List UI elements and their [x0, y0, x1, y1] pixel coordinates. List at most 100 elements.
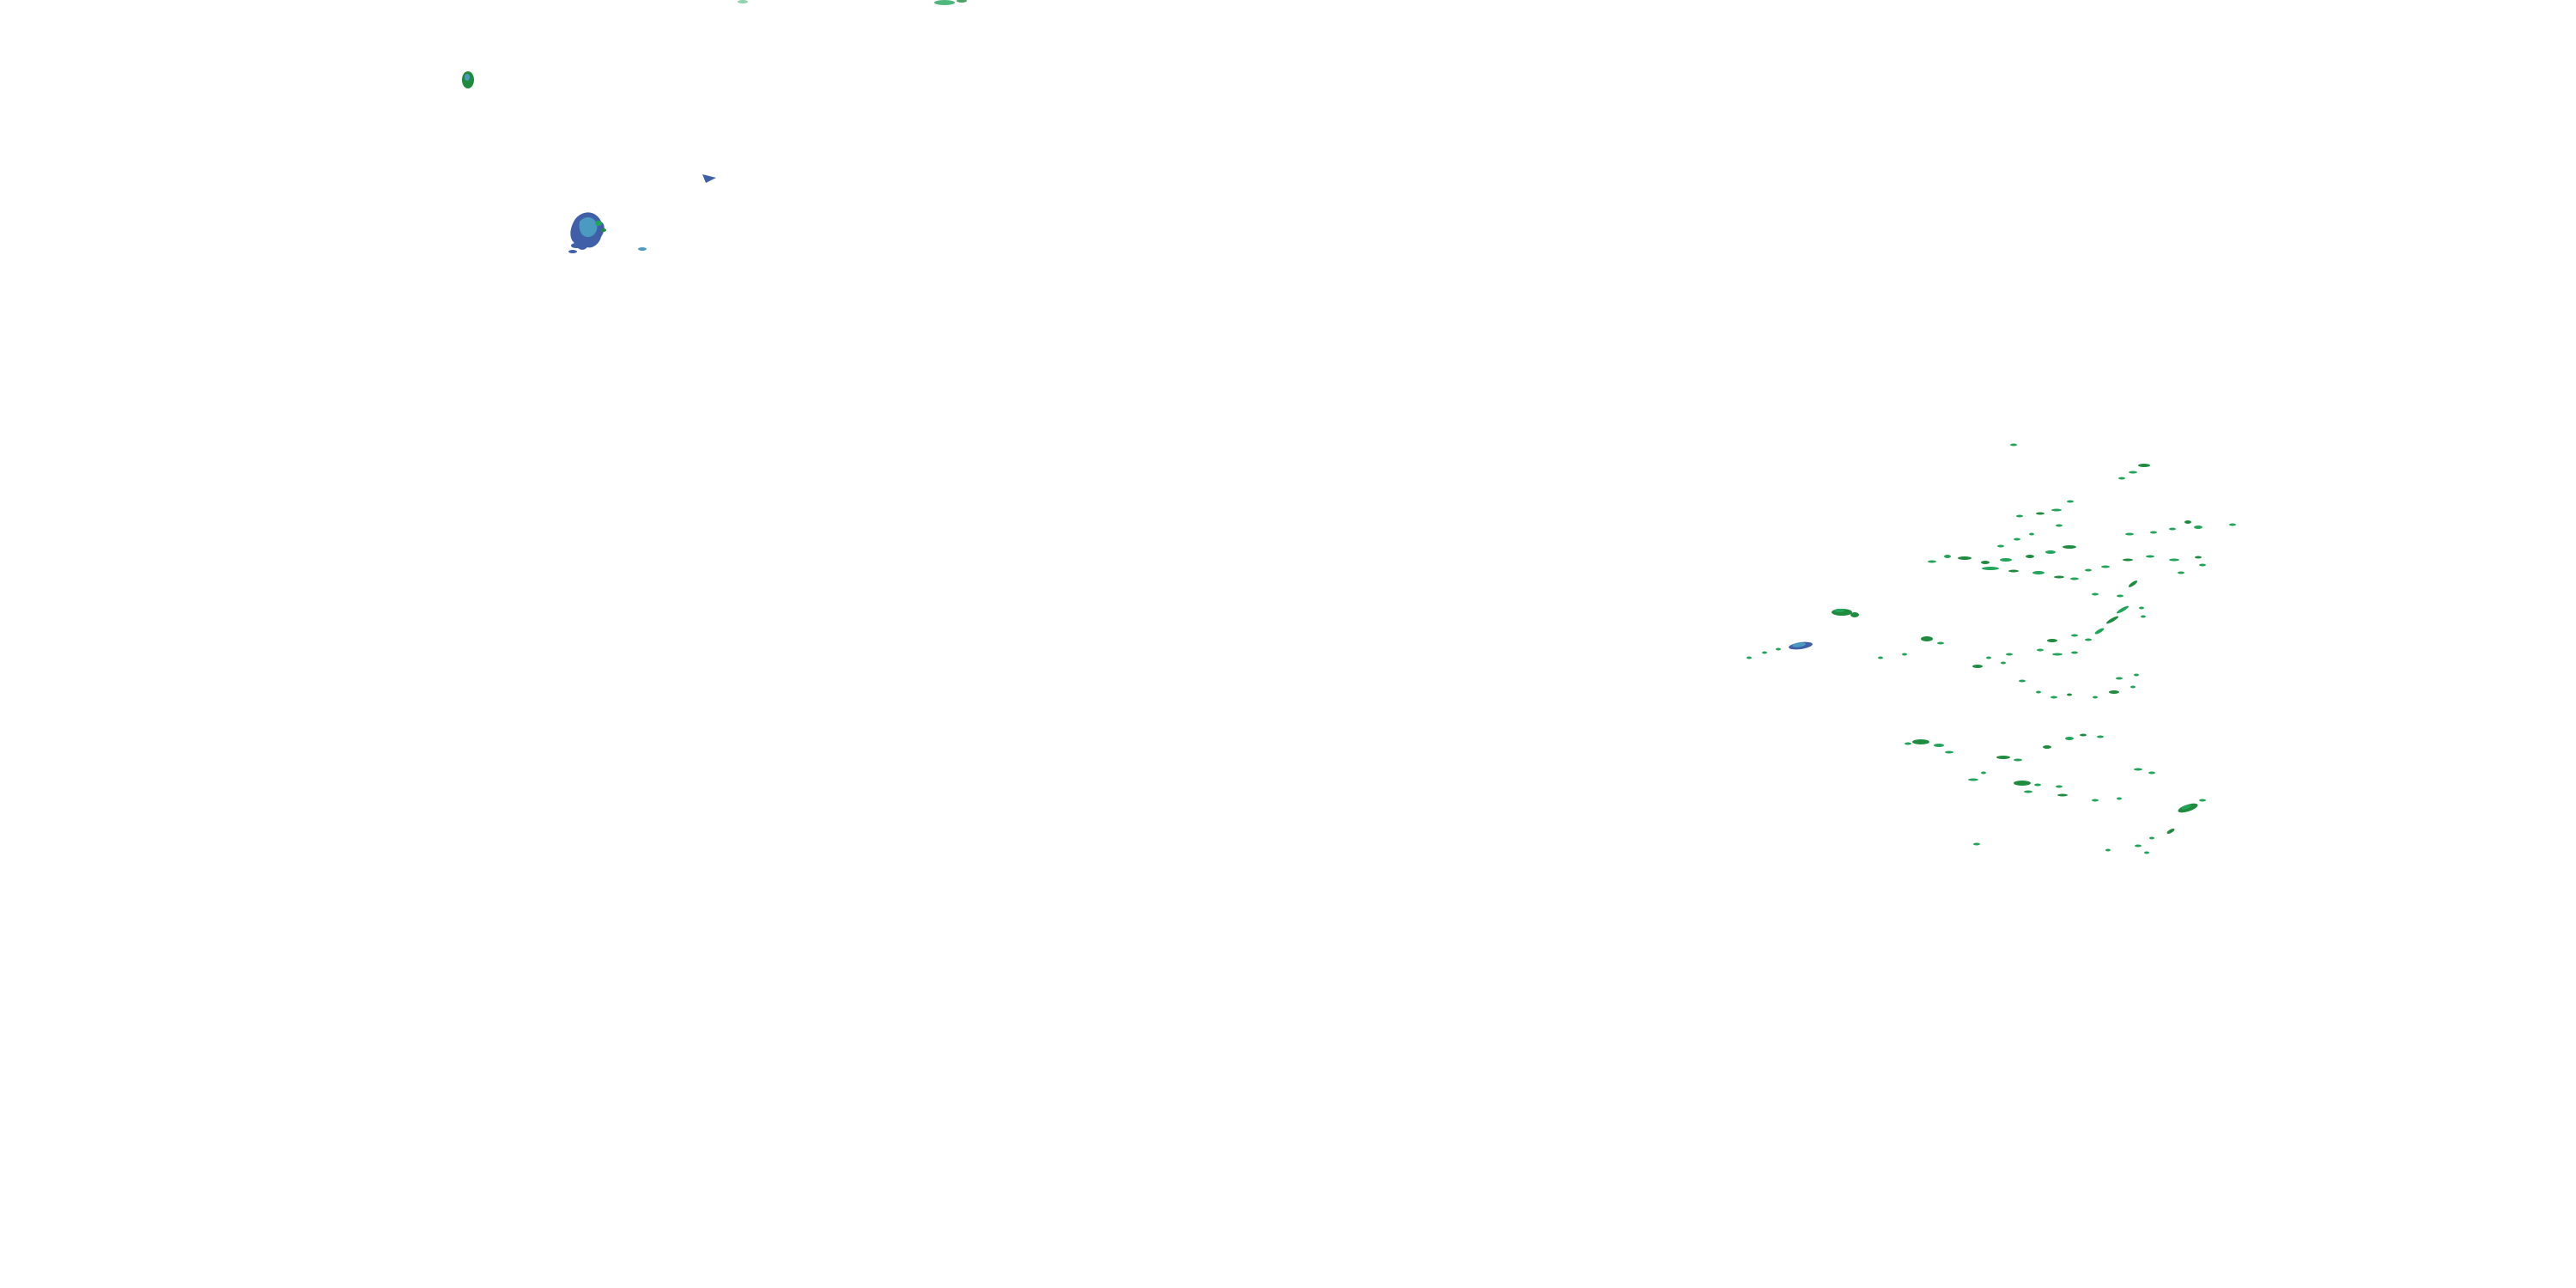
echo-cell: [2085, 568, 2092, 572]
echo-cell: [957, 0, 967, 3]
echo-cell: [2032, 571, 2044, 574]
echo-cell: [2117, 594, 2123, 598]
echo-cell: [2054, 575, 2064, 579]
echo-cell: [1747, 656, 1752, 659]
echo-cell: [571, 243, 581, 248]
echo-cell: [2001, 661, 2006, 665]
echo-cell: [2000, 558, 2012, 562]
echo-cell: [1792, 642, 1806, 647]
echo-cell: [1902, 653, 1907, 656]
echo-cell: [738, 0, 748, 3]
echo-cell: [2117, 605, 2129, 614]
echo-cell: [2125, 532, 2134, 536]
echo-cell: [2195, 556, 2202, 559]
echo-cluster-top-edge: [738, 0, 967, 5]
echo-cell: [2029, 532, 2034, 536]
echo-cell: [579, 216, 598, 238]
echo-cell: [2194, 526, 2202, 529]
echo-cell: [638, 247, 647, 251]
echo-cell: [2199, 799, 2206, 802]
echo-cell: [2057, 793, 2068, 797]
echo-cell: [2016, 514, 2023, 518]
echo-cell: [2092, 592, 2099, 596]
echo-cell: [465, 74, 470, 81]
echo-cell: [2037, 648, 2044, 652]
echo-cell: [2080, 733, 2087, 737]
echo-cell: [2116, 677, 2123, 680]
echo-cell: [2148, 771, 2155, 775]
echo-cell: [2052, 653, 2063, 656]
echo-cell: [2139, 606, 2144, 610]
echo-cell: [2067, 693, 2072, 696]
echo-cell: [2150, 531, 2157, 534]
echo-cell: [1981, 561, 1990, 564]
echo-cell: [2134, 768, 2142, 771]
echo-cell: [2014, 781, 2031, 786]
echo-cell: [2138, 464, 2150, 467]
echo-cell: [1776, 647, 1781, 651]
echo-cell: [2109, 690, 2119, 694]
echo-cell: [2149, 836, 2154, 840]
echo-cell: [2128, 580, 2138, 587]
echo-cell: [1973, 842, 1980, 846]
echo-cell: [2169, 527, 2176, 531]
echo-cell: [2092, 799, 2099, 802]
echo-cell: [2229, 523, 2236, 526]
echo-cell: [2129, 471, 2137, 474]
echo-cell: [2071, 634, 2078, 637]
echo-cell: [2056, 785, 2063, 788]
echo-cell: [1878, 656, 1883, 659]
echo-cell: [1850, 612, 1859, 617]
echo-cell: [1945, 750, 1953, 754]
echo-cell: [2019, 679, 2026, 683]
echo-cell: [2123, 558, 2133, 562]
echo-cell: [1928, 560, 1936, 563]
echo-cell: [568, 250, 577, 253]
echo-cell: [2045, 550, 2056, 554]
echo-cell: [1912, 739, 1929, 744]
echo-cell: [2043, 745, 2051, 749]
echo-cell: [1958, 556, 1971, 560]
echo-cell: [2063, 545, 2076, 549]
echo-cell: [2008, 569, 2019, 573]
echo-cell: [1982, 567, 1999, 570]
echo-cell: [2101, 565, 2110, 568]
echo-cell: [2024, 790, 2032, 793]
echo-cell: [2006, 653, 2013, 656]
echo-cell: [2130, 685, 2136, 689]
echo-cell: [2097, 735, 2104, 738]
echo-cell: [934, 0, 955, 5]
echo-cell: [2026, 555, 2034, 558]
echo-cell: [2146, 555, 2154, 558]
echo-cell: [1968, 778, 1978, 781]
echo-cell: [1997, 544, 2004, 548]
echo-cell: [1944, 555, 1951, 558]
echo-cell: [2050, 696, 2057, 699]
echo-cluster-east-band: [1747, 443, 2236, 668]
echo-cell: [702, 174, 716, 183]
echo-cell: [1934, 744, 1944, 747]
echo-cell: [2014, 538, 2020, 541]
echo-cell: [2135, 844, 2142, 848]
echo-cell: [2178, 571, 2184, 574]
echo-cell: [2036, 690, 2041, 694]
echo-cell: [2169, 558, 2179, 562]
echo-cell: [2144, 851, 2149, 854]
echo-cell: [2184, 520, 2191, 524]
echo-cell: [601, 228, 606, 232]
echo-cell: [2181, 805, 2191, 810]
echo-cell: [1921, 636, 1933, 641]
echo-cell: [2094, 628, 2105, 635]
echo-cell: [2010, 443, 2017, 447]
echo-cell: [2014, 758, 2022, 762]
echo-cell: [2056, 524, 2063, 527]
echo-cell: [2105, 848, 2111, 852]
echo-cell: [2134, 673, 2139, 677]
echo-cell: [1986, 656, 1991, 659]
echo-cell: [1762, 651, 1767, 654]
echo-cell: [2034, 783, 2041, 787]
echo-cell: [1905, 742, 1911, 745]
echo-cell: [595, 221, 602, 226]
